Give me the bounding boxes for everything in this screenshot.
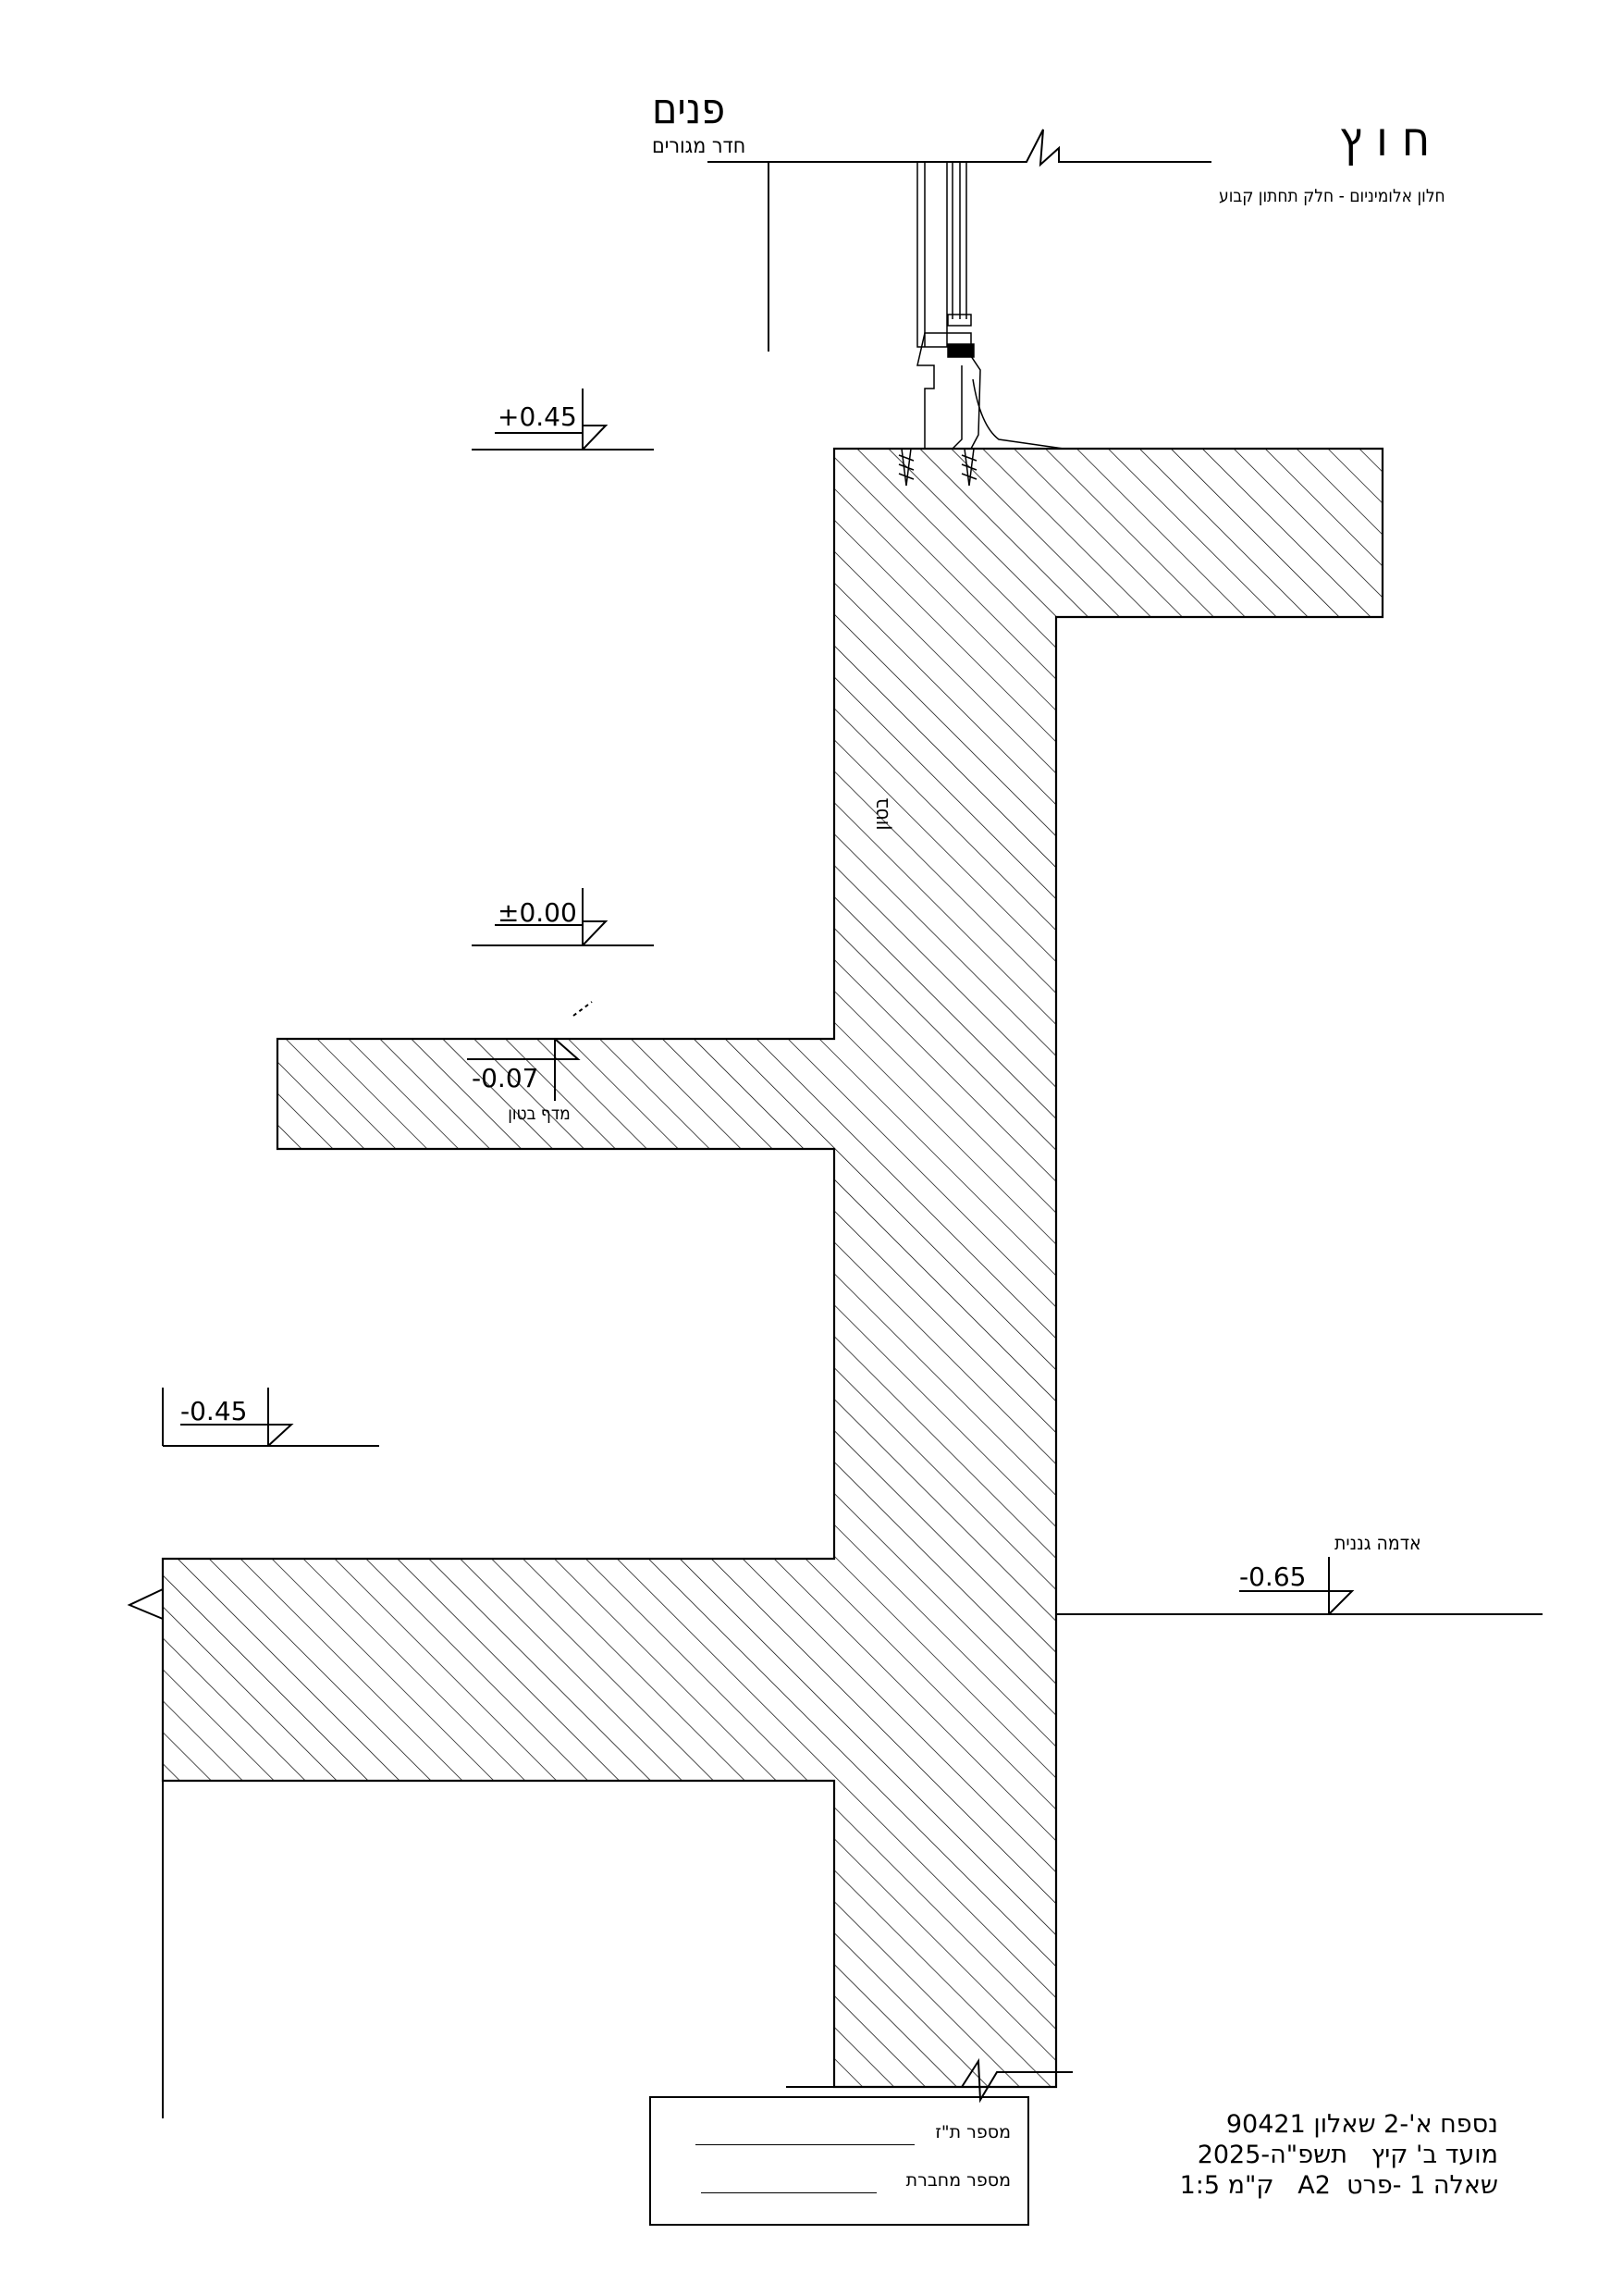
title-line-1: נספח א'-2 שאלון 90421 [1225,2110,1498,2139]
window-note-label: חלון אלומיניום - חלק תחתון קבוע [1219,186,1445,206]
floor-line-break [707,129,1211,167]
level-zero-text: ±0.00 [498,897,577,928]
bottom-break-mark [786,2057,1073,2104]
level-marker-zero [472,888,654,946]
interior-room-label: חדר מגורים [652,134,745,158]
id-number-line [695,2144,915,2145]
natural-ground-label: אדמה גננית [1334,1532,1421,1554]
exterior-label: ח ו ץ [1339,112,1430,167]
aluminium-window-profile [916,161,1064,450]
student-stamp-box: מספר ת"ז מספר מחברת [649,2096,1029,2226]
level-lower-text: -0.45 [180,1396,247,1426]
level-top-text: +0.45 [498,401,577,432]
level-marker-ground [1056,1557,1543,1615]
concrete-label: בטון [870,797,893,830]
level-marker-lower [162,1388,379,1447]
anchor-screws [898,448,977,487]
interior-label: פנים [652,83,725,133]
title-line-3: שאלה 1 -פרט A2 ק"מ 1:5 [1179,2171,1498,2200]
title-line-2: מועד ב' קיץ תשפ"ה-2025 [1197,2141,1498,2169]
level-marker-top [472,389,654,451]
concrete-step-label: מדף בטון [508,1104,571,1124]
notebook-number-line [701,2192,877,2193]
title-block: נספח א'-2 שאלון 90421 מועד ב' קיץ תשפ"ה-… [1054,2109,1498,2201]
level-marker-step [467,1001,593,1101]
concrete-section [161,447,1384,2089]
level-step-text: -0.07 [472,1063,538,1093]
level-ground-text: -0.65 [1239,1562,1306,1592]
notebook-number-label: מספר מחברת [905,2170,1011,2191]
id-number-label: מספר ת"ז [935,2122,1011,2142]
left-break-mark [127,1559,164,2118]
